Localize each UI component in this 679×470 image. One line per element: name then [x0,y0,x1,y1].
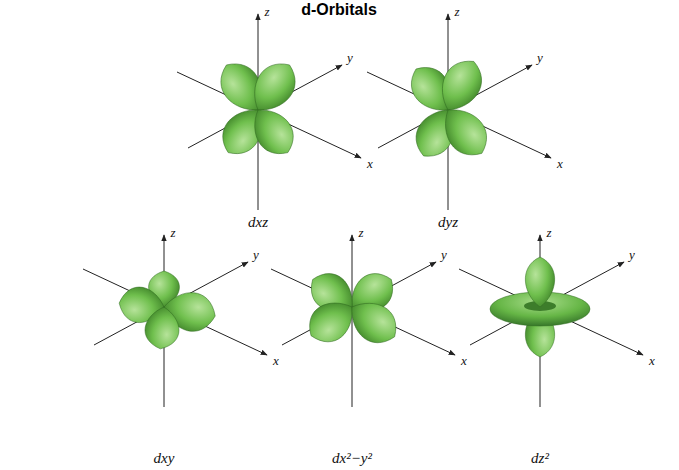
z-axis [352,235,353,407]
orbital-lobe [143,306,180,351]
axis-label: z [454,4,459,20]
orbital-name: dxz [248,214,268,231]
axis-label: y [537,50,543,66]
axis-label: y [347,50,353,66]
axis-label: x [649,353,655,369]
orbital-name: dxy [154,450,175,467]
orbital-name: dx²−y² [332,450,372,467]
orbital-lobe [433,99,496,165]
axis-label: x [273,353,279,369]
orbital-name: dz² [531,450,549,467]
orbital-lobe [243,100,302,163]
axis-label: y [253,247,259,263]
axis-label: x [557,156,563,172]
axis-label: z [264,4,269,20]
orbital-lobe [341,292,405,352]
axis-label: z [546,225,551,241]
orbital-name: dyz [438,214,458,231]
axis-label: z [170,225,175,241]
axis-label: z [358,225,363,241]
figure-title: d-Orbitals [301,1,377,19]
axis-label: x [367,156,373,172]
orbital-lobe [432,53,491,119]
orbital-lobe [525,257,554,307]
axis-label: y [441,247,447,263]
axis-label: y [629,247,635,263]
axis-label: x [461,353,467,369]
x-axis [83,269,267,355]
